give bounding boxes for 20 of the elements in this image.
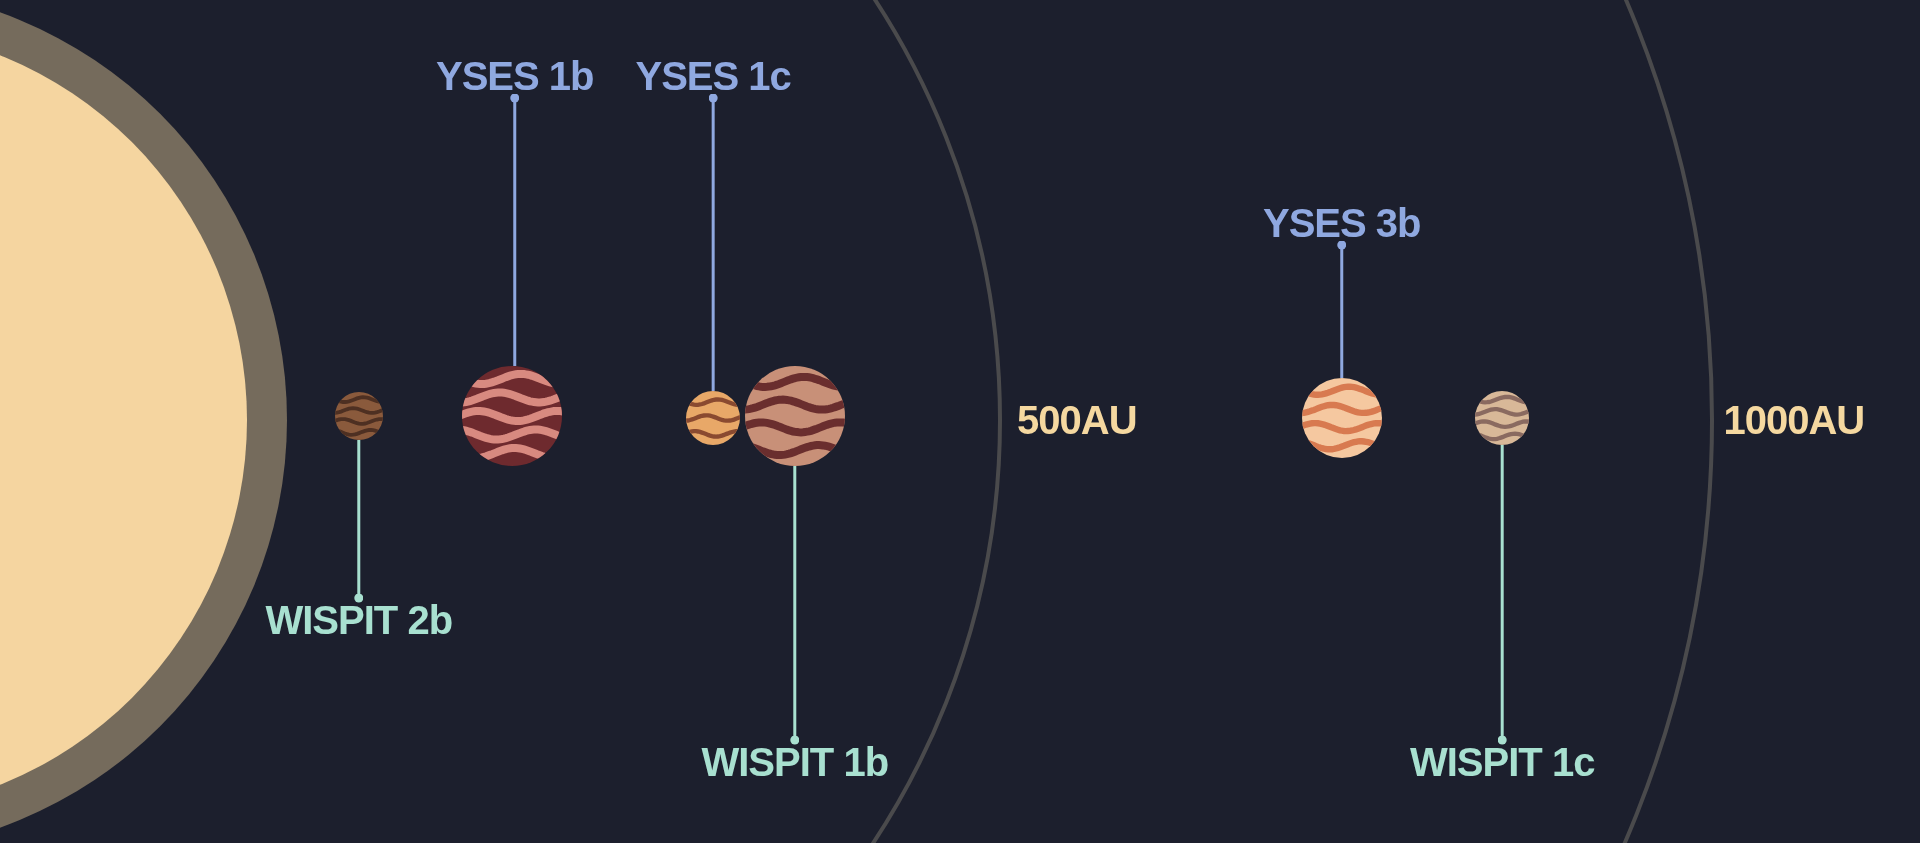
planet-drawing bbox=[686, 391, 740, 445]
planet-name: YSES 1c bbox=[635, 54, 791, 98]
planet-name: WISPIT 1b bbox=[701, 740, 889, 784]
leader-line bbox=[790, 466, 800, 745]
distance-label: 500AU bbox=[1017, 398, 1137, 442]
planet-drawing bbox=[462, 366, 562, 466]
leader-line bbox=[1497, 445, 1507, 745]
leader-line bbox=[510, 93, 520, 366]
planet-name: YSES 1b bbox=[436, 54, 594, 98]
leader-line bbox=[708, 93, 718, 391]
leader-line bbox=[354, 440, 364, 603]
planet-drawing bbox=[335, 392, 383, 440]
planet-drawing bbox=[1302, 378, 1382, 458]
planet-name: YSES 3b bbox=[1263, 201, 1421, 245]
planet-name: WISPIT 1c bbox=[1410, 740, 1595, 784]
distance-label: 1000AU bbox=[1723, 398, 1865, 442]
planet-drawing bbox=[1475, 391, 1529, 445]
planet-name: WISPIT 2b bbox=[265, 598, 453, 642]
leader-line bbox=[1337, 240, 1347, 378]
planet-drawing bbox=[745, 366, 845, 466]
